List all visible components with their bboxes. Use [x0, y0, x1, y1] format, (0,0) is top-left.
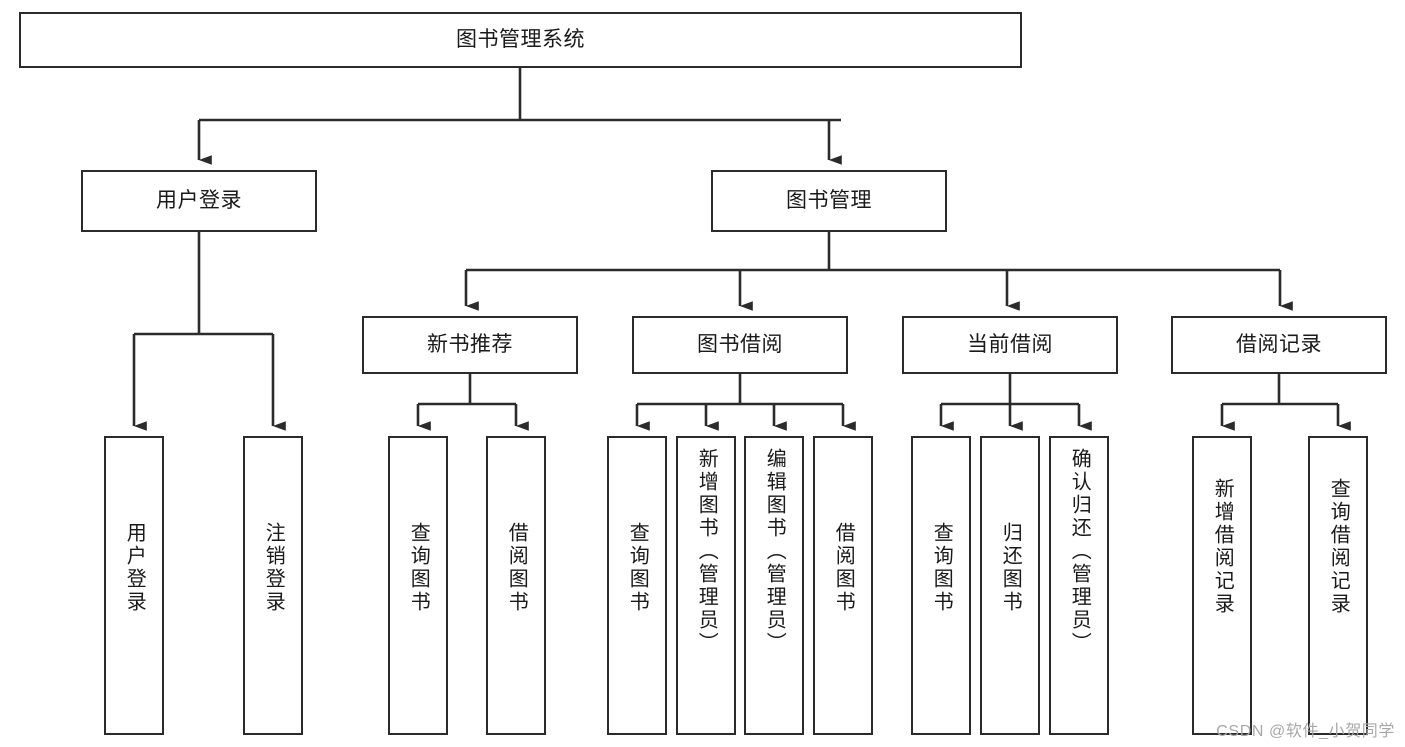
leaf-borrow-book-new-book[interactable]: 借阅图书	[486, 436, 546, 735]
node-borrow-record[interactable]: 借阅记录	[1171, 316, 1387, 374]
leaf-confirm-return-admin[interactable]: 确认归还（管理员）	[1049, 436, 1109, 735]
node-label: 借阅图书	[832, 522, 855, 614]
node-label: 图书借阅	[697, 332, 783, 356]
node-label: 查询图书	[626, 522, 649, 614]
node-label: 注销登录	[262, 522, 285, 614]
node-label: 查询图书	[407, 522, 430, 614]
leaf-add-book-admin[interactable]: 新增图书（管理员）	[676, 436, 736, 735]
node-label: 新书推荐	[427, 332, 513, 356]
leaf-query-borrow-record[interactable]: 查询借阅记录	[1308, 436, 1368, 735]
node-current-borrow[interactable]: 当前借阅	[902, 316, 1118, 374]
node-label: 图书管理系统	[456, 27, 585, 51]
node-label: 查询借阅记录	[1327, 478, 1350, 616]
node-root-book-management-system[interactable]: 图书管理系统	[19, 12, 1022, 68]
leaf-query-book-borrow[interactable]: 查询图书	[607, 436, 667, 735]
node-label: 用户登录	[123, 522, 146, 614]
leaf-query-book-new-book[interactable]: 查询图书	[388, 436, 448, 735]
leaf-add-borrow-record[interactable]: 新增借阅记录	[1192, 436, 1252, 735]
node-label: 归还图书	[999, 522, 1022, 614]
node-label: 查询图书	[930, 522, 953, 614]
node-label: 确认归还（管理员）	[1068, 448, 1091, 655]
node-label: 编辑图书（管理员）	[763, 448, 786, 655]
leaf-query-book-current[interactable]: 查询图书	[911, 436, 971, 735]
node-label: 当前借阅	[967, 332, 1053, 356]
node-label: 新增图书（管理员）	[695, 448, 718, 655]
csdn-watermark: CSDN @软件_小贺同学	[1216, 723, 1395, 740]
leaf-edit-book-admin[interactable]: 编辑图书（管理员）	[744, 436, 804, 735]
node-label: 借阅记录	[1236, 332, 1322, 356]
node-book-management[interactable]: 图书管理	[711, 170, 947, 232]
node-book-borrow[interactable]: 图书借阅	[632, 316, 848, 374]
leaf-user-logout[interactable]: 注销登录	[243, 436, 303, 735]
node-new-book-recommendation[interactable]: 新书推荐	[362, 316, 578, 374]
node-label: 图书管理	[786, 188, 872, 212]
leaf-borrow-book-borrow[interactable]: 借阅图书	[813, 436, 873, 735]
leaf-return-book[interactable]: 归还图书	[980, 436, 1040, 735]
node-label: 借阅图书	[505, 522, 528, 614]
node-user-login[interactable]: 用户登录	[81, 170, 317, 232]
leaf-user-login[interactable]: 用户登录	[104, 436, 164, 735]
node-label: 用户登录	[156, 188, 242, 212]
node-label: 新增借阅记录	[1211, 478, 1234, 616]
